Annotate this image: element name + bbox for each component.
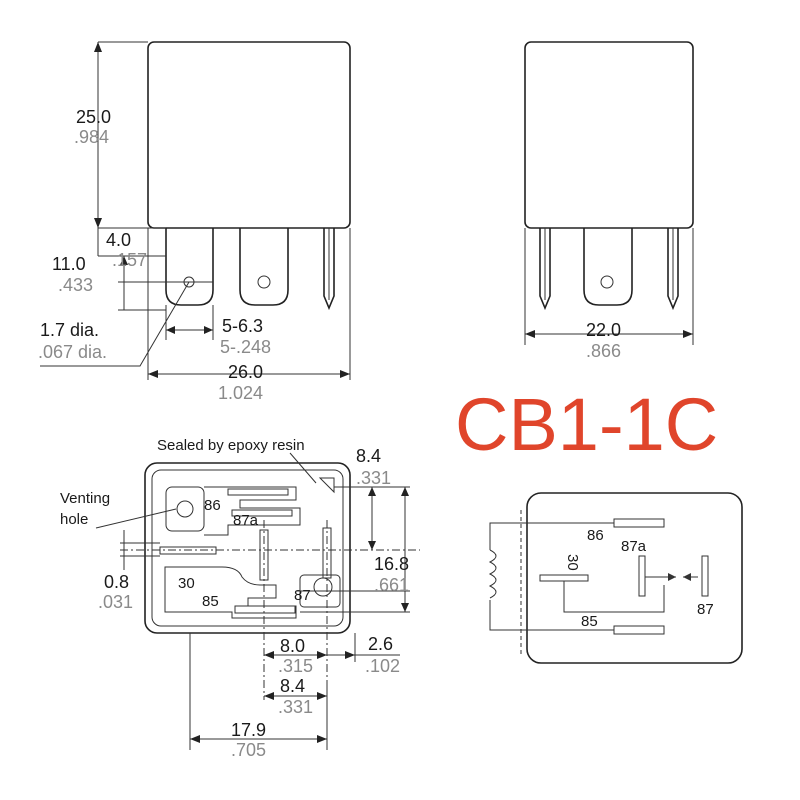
front-pin-offset-mm: 4.0	[106, 230, 131, 250]
front-tab-width-in: 5-.248	[220, 337, 271, 357]
side-depth-mm: 22.0	[586, 320, 621, 340]
dim-84-bot-in: .331	[278, 697, 313, 717]
front-hole-dia-mm: 1.7 dia.	[40, 320, 99, 340]
bottom-region-86	[204, 486, 301, 536]
side-pin-left	[539, 228, 551, 311]
front-pin-87-hole	[257, 275, 271, 289]
schem-contact-87	[701, 555, 709, 597]
dim-80-in: .315	[278, 656, 313, 676]
bottom-pin-87a: 87a	[233, 512, 259, 529]
coil-symbol	[488, 549, 497, 599]
bottom-view: 86 87a 30 85 87 Sealed by epoxy resin Ve…	[60, 437, 420, 760]
bottom-view-inner	[151, 469, 344, 627]
front-pin-thin	[323, 228, 335, 311]
front-pin-offset-in: .157	[112, 250, 147, 270]
dim-08-mm: 0.8	[104, 572, 129, 592]
front-view-body	[147, 41, 351, 229]
note-venting-line1: Venting	[60, 490, 110, 507]
model-name: CB1-1C	[455, 383, 718, 466]
bottom-pin-87: 87	[294, 587, 311, 604]
schem-tab-85	[613, 625, 665, 635]
schem-pin-87: 87	[697, 601, 714, 618]
dim-179-in: .705	[231, 740, 266, 760]
bottom-pin-87-hole	[313, 577, 333, 597]
dim-84-top-in: .331	[356, 468, 391, 488]
schem-pin-86: 86	[587, 527, 604, 544]
dim-179-mm: 17.9	[231, 720, 266, 740]
front-pin-87	[239, 228, 289, 306]
note-sealed-epoxy: Sealed by epoxy resin	[157, 437, 305, 454]
schem-pin-85: 85	[581, 613, 598, 630]
dim-26-mm: 2.6	[368, 634, 393, 654]
dim-26-in: .102	[365, 656, 400, 676]
dim-168-mm: 16.8	[374, 554, 409, 574]
front-height-in: .984	[74, 127, 109, 147]
bottom-pin-30: 30	[178, 575, 195, 592]
dim-84-top-mm: 8.4	[356, 446, 381, 466]
dim-84-bot-mm: 8.4	[280, 676, 305, 696]
front-hole-height-mm: 11.0	[52, 254, 86, 274]
bottom-pin-86: 86	[204, 497, 221, 514]
dim-80-mm: 8.0	[280, 636, 305, 656]
front-view: 25.0 .984 4.0 .157 11.0 .433 1.7 dia. .0…	[38, 41, 351, 403]
side-view-body	[524, 41, 694, 229]
side-depth-in: .866	[586, 341, 621, 361]
front-height-mm: 25.0	[76, 107, 111, 127]
front-hole-height-in: .433	[58, 275, 93, 295]
bottom-view-outline	[144, 462, 351, 634]
dim-08-in: .031	[98, 592, 133, 612]
side-pin-center	[583, 228, 633, 306]
schem-pin-87a: 87a	[621, 538, 647, 555]
venting-hole	[176, 500, 194, 518]
front-width-in: 1.024	[218, 383, 263, 403]
side-pin-hole	[600, 275, 614, 289]
front-tab-width-mm: 5-6.3	[222, 316, 263, 336]
dim-168-in: .661	[374, 575, 409, 595]
schem-contact-30	[539, 574, 589, 582]
side-view: 22.0 .866	[524, 41, 694, 361]
side-pin-right	[667, 228, 679, 311]
front-hole-dia-in: .067 dia.	[38, 342, 107, 362]
schem-contact-87a	[638, 555, 646, 597]
front-width-mm: 26.0	[228, 362, 263, 382]
schematic: 86 87a 30 87 85	[488, 492, 743, 664]
note-venting-line2: hole	[60, 511, 88, 528]
schematic-outline	[526, 492, 743, 664]
schem-tab-86	[613, 518, 665, 528]
bottom-pin-85: 85	[202, 593, 219, 610]
schem-pin-30: 30	[564, 554, 581, 571]
front-pin-30	[165, 228, 214, 306]
